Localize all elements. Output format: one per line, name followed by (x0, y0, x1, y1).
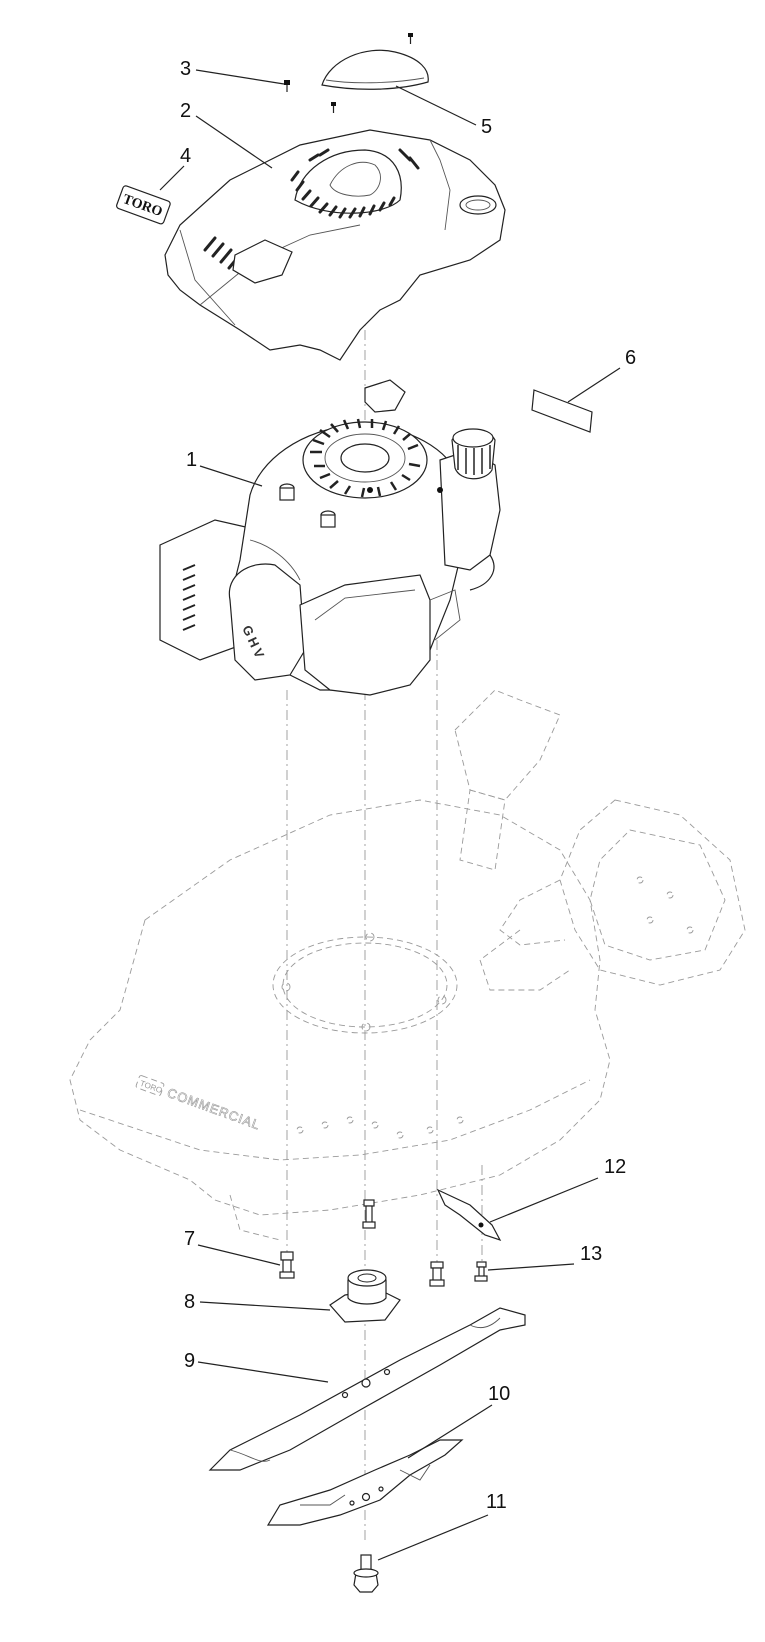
bolt-left (279, 1251, 295, 1279)
callout-10: 10 (488, 1383, 510, 1405)
part-10-mulching-blade (266, 1439, 464, 1526)
callout-5: 5 (481, 116, 492, 138)
callout-13: 13 (580, 1243, 602, 1265)
callout-12: 12 (604, 1156, 626, 1178)
callout-9: 9 (184, 1350, 195, 1372)
bolt-center-upper (362, 1199, 376, 1229)
part-5-cover-cap (321, 33, 429, 113)
callout-8: 8 (184, 1291, 195, 1313)
part-12-bracket (436, 1188, 502, 1242)
callout-11: 11 (486, 1491, 507, 1513)
callout-7: 7 (184, 1228, 195, 1250)
part-7-mounting-bolts (279, 1199, 445, 1287)
callout-3: 3 (180, 58, 191, 80)
part-13-small-bolt (474, 1261, 488, 1282)
callout-numbers: 1 2 3 4 5 6 7 8 9 10 11 12 13 (180, 58, 636, 1513)
mower-deck-housing: TORO COMMERCIAL (69, 689, 746, 1241)
bolt-right (429, 1261, 445, 1287)
part-9-cutting-blade (208, 1307, 526, 1471)
cap-screw-top (408, 33, 413, 44)
callout-2: 2 (180, 100, 191, 122)
cap-screw-bottom (331, 102, 336, 113)
part-11-blade-bolt (353, 1554, 379, 1593)
part-1-engine: GHV (159, 379, 501, 696)
deck-brand-text: COMMERCIAL (165, 1085, 262, 1133)
part-3-screw (284, 80, 290, 92)
callout-6: 6 (625, 347, 636, 369)
part-4-logo-decal: TORO (116, 185, 171, 225)
part-2-engine-cover (164, 129, 506, 361)
callout-1: 1 (186, 449, 197, 471)
callout-4: 4 (180, 145, 191, 167)
part-8-blade-adapter (329, 1269, 401, 1323)
part-6-label (531, 389, 593, 433)
callout-leaders (159, 69, 621, 1561)
